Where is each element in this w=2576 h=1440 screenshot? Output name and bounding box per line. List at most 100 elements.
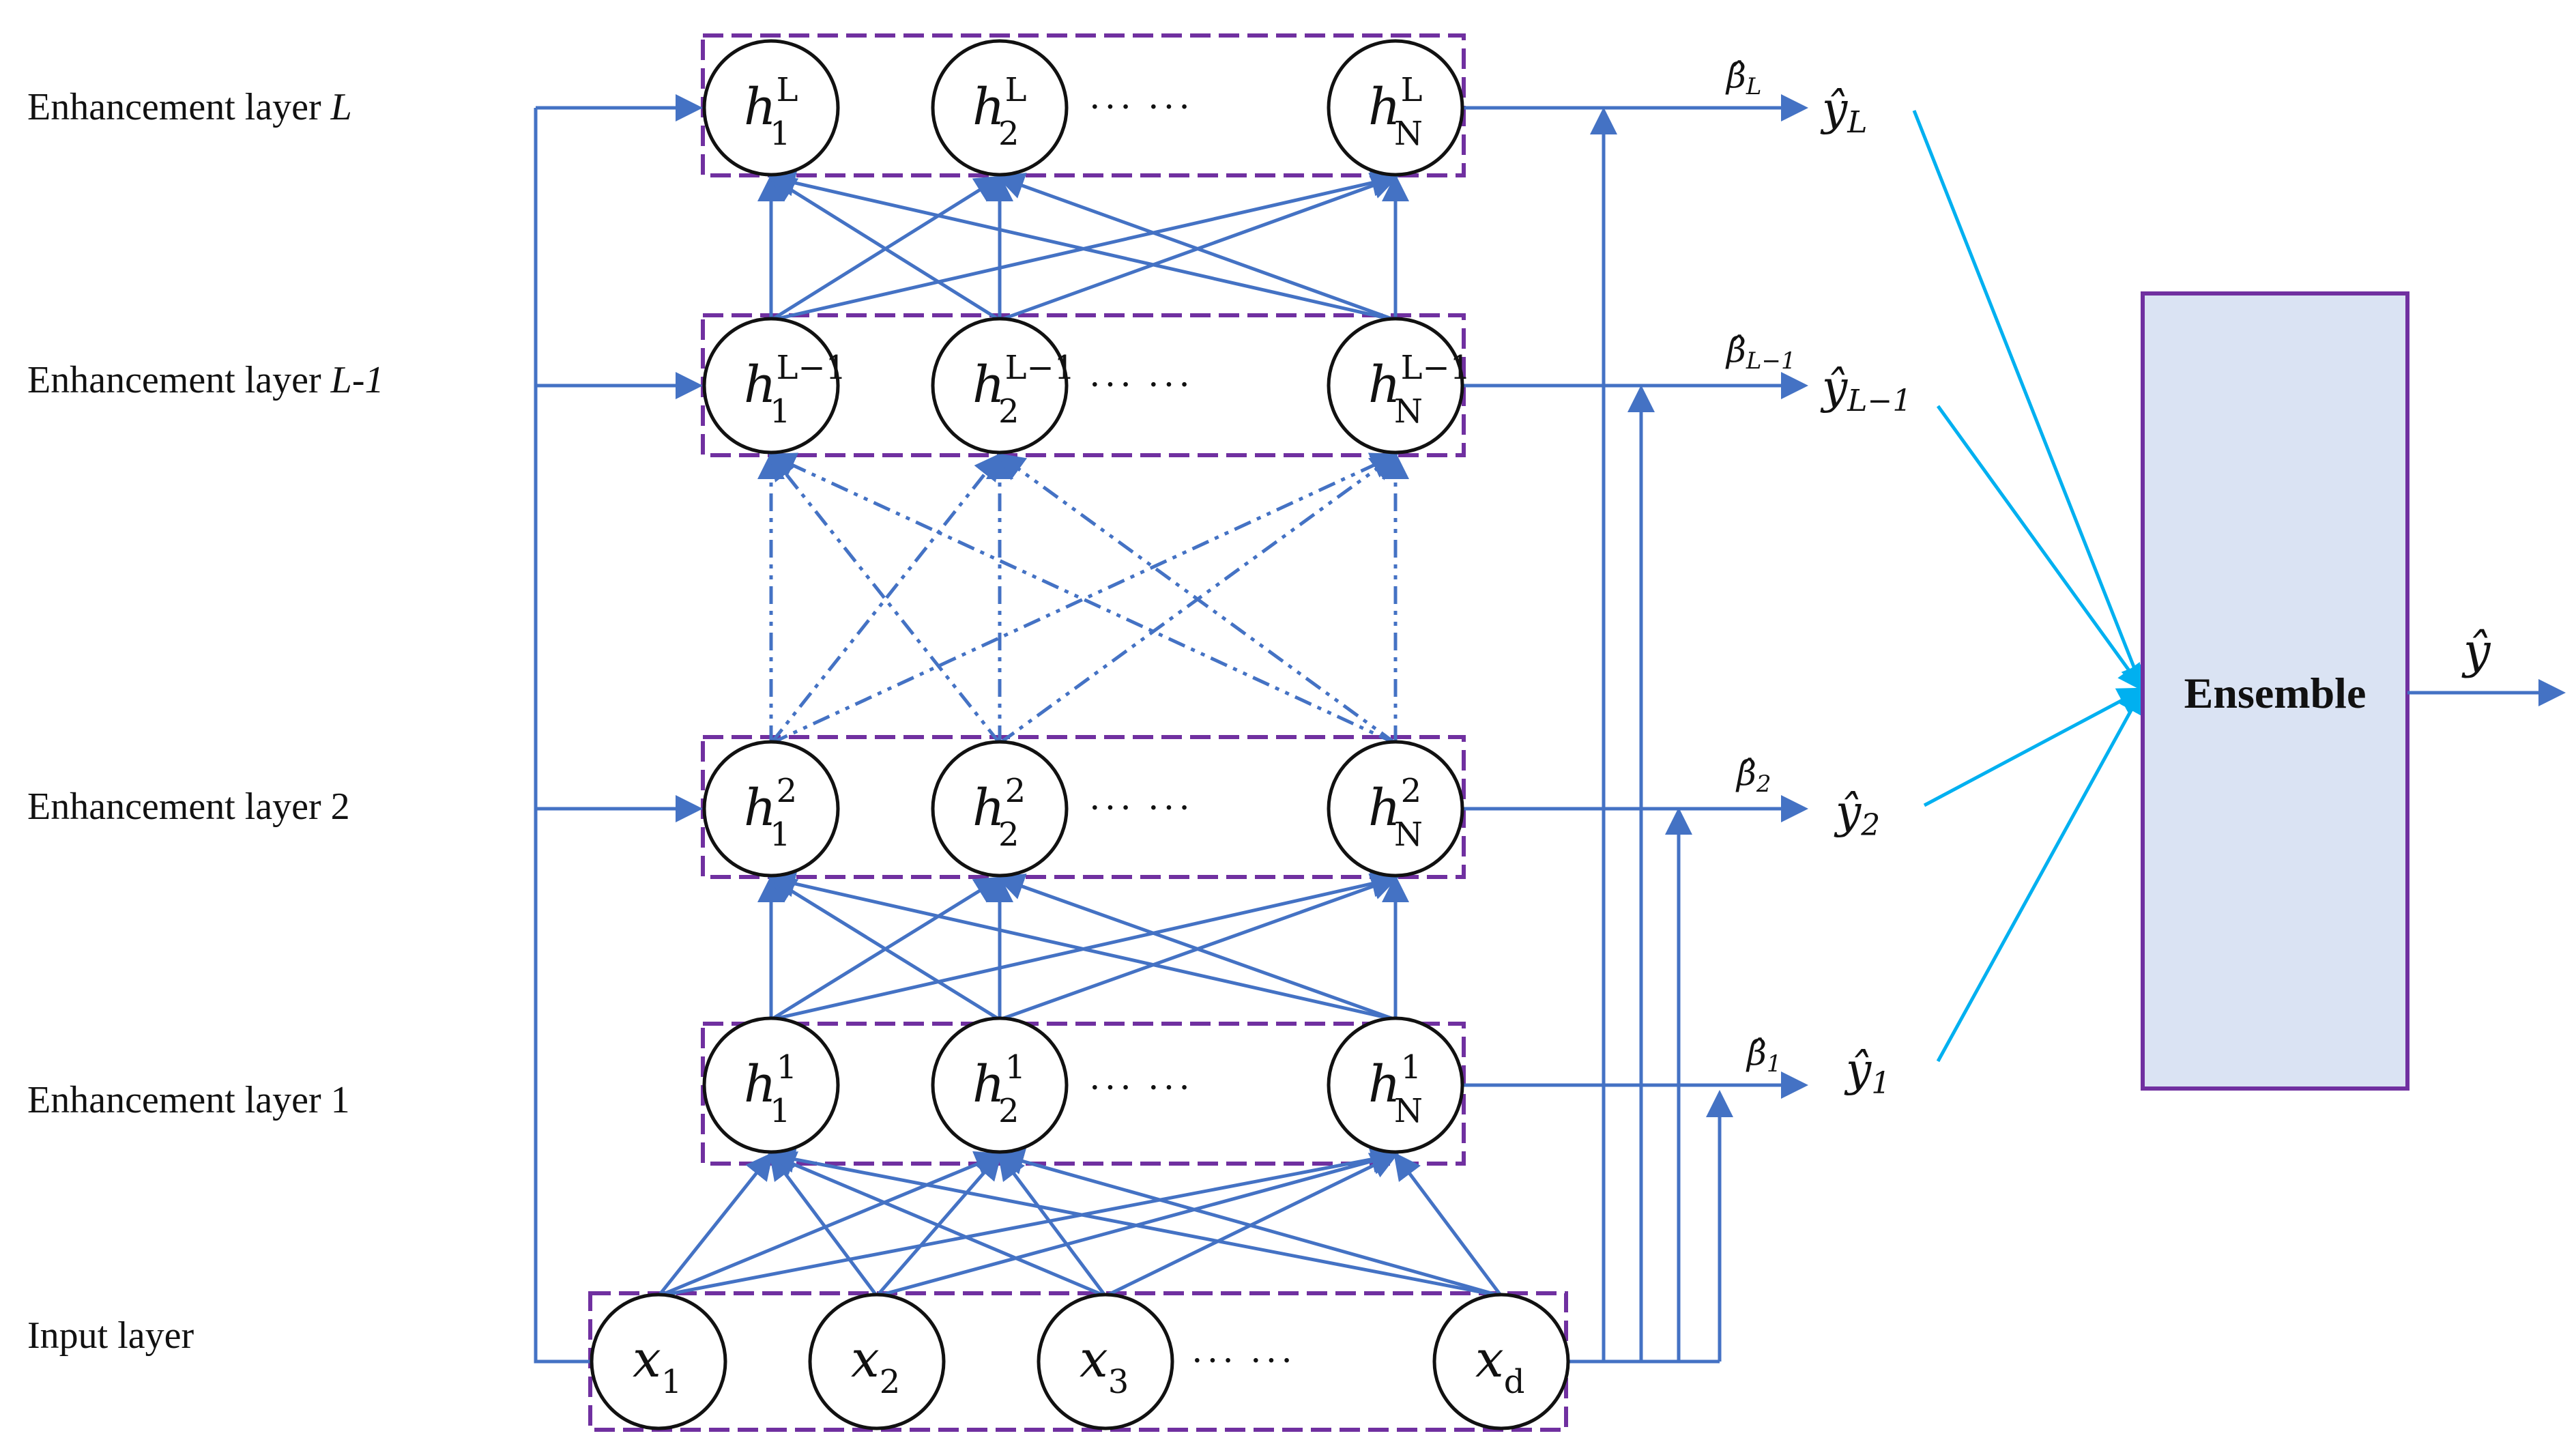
- input-node-d: xd: [1432, 1293, 1570, 1430]
- top-minus-one-to-top-edge: [996, 173, 1396, 322]
- beta-label-top: β̂L: [1725, 56, 1761, 100]
- ensemble-arrow-one: [1936, 686, 2145, 1063]
- node-circle: [931, 740, 1069, 878]
- input-to-layer-one-edge: [1393, 1151, 1503, 1297]
- input-node-2: x2: [808, 1293, 946, 1430]
- node-circle: [702, 1016, 840, 1154]
- y-hat-labels: ŷL ŷL−1 ŷ2 ŷ1: [1820, 83, 1911, 1101]
- beta-label-two: β̂2: [1735, 753, 1771, 798]
- layer-two-to-top-minus-one-edge: [770, 452, 1399, 745]
- input-to-output-lines: [1464, 94, 1808, 1364]
- layer-box-one: [701, 1022, 1466, 1166]
- top-minus-one-to-top-edge: [768, 175, 1001, 322]
- layer-label-input: Input layer: [27, 1314, 194, 1357]
- input-node-1: x1: [590, 1293, 727, 1430]
- node-circle: [1432, 1293, 1570, 1430]
- layer-label-one: Enhancement layer 1: [27, 1079, 350, 1121]
- layer-one-to-two-edge: [768, 876, 1001, 1022]
- final-output-label: ŷ: [2461, 623, 2491, 679]
- ensemble-label: Ensemble: [2184, 669, 2367, 717]
- layer-label-two: Enhancement layer 2: [27, 786, 350, 828]
- layer-two-to-top-minus-one-edge: [996, 453, 1397, 745]
- node-circle: [931, 39, 1069, 177]
- input-to-layer-one-edge: [996, 1148, 1502, 1298]
- ensemble-input-arrows: [1912, 110, 2147, 1063]
- node-label: x2: [851, 1330, 900, 1401]
- layer-label-top: Enhancement layer L: [27, 86, 352, 128]
- layer-two-to-top-minus-one-edge: [770, 452, 1002, 745]
- ensemble-arrow-top: [1912, 110, 2147, 693]
- ellipsis-top: ··· ···: [1088, 86, 1193, 128]
- node-circle: [702, 317, 840, 455]
- node-circle: [1327, 39, 1464, 177]
- layer-two-to-top-minus-one-edge: [768, 452, 1397, 745]
- input-feed-trunk: [534, 108, 590, 1364]
- y-hat-one: ŷ1: [1844, 1043, 1890, 1101]
- node-circle: [1037, 1293, 1174, 1430]
- layer-one-to-two-edge: [996, 873, 1396, 1022]
- input-to-layer-one-edge: [768, 1151, 1106, 1298]
- node-circle: [808, 1293, 946, 1430]
- input-to-layer-one-edge: [998, 1151, 1108, 1297]
- layer-label-top-minus-one: Enhancement layer L-1: [27, 359, 383, 401]
- node-circle: [702, 740, 840, 878]
- top-minus-one-to-top-edge: [768, 169, 1396, 322]
- node-circle: [590, 1293, 727, 1430]
- node-circle: [931, 1016, 1069, 1154]
- beta-label-top-minus-one: β̂L−1: [1725, 330, 1796, 375]
- beta-label-one: β̂1: [1746, 1033, 1782, 1078]
- ellipsis-one: ··· ···: [1088, 1067, 1193, 1109]
- ellipsis-top-minus-one: ··· ···: [1088, 364, 1193, 406]
- input-to-layer-one-edge: [769, 1151, 879, 1297]
- input-to-layer-one-edge: [658, 1151, 1003, 1298]
- input-to-layer-one-edge: [768, 1146, 1502, 1298]
- node-label: x3: [1080, 1330, 1129, 1401]
- ellipsis-two: ··· ···: [1088, 787, 1193, 829]
- ensemble-box: [2141, 291, 2409, 1091]
- node-label: xd: [1475, 1330, 1524, 1401]
- node-circle: [1327, 1016, 1464, 1154]
- input-to-layer-one-edge: [658, 1145, 1399, 1298]
- node-circle: [1327, 740, 1464, 878]
- layer-boxes: [588, 33, 1568, 1432]
- node-circle: [1327, 317, 1464, 455]
- input-feed-lines: [534, 94, 703, 1364]
- ellipsis-input: ··· ···: [1191, 1340, 1296, 1382]
- layer-one-to-two-edge: [768, 870, 1396, 1022]
- node-circle: [702, 39, 840, 177]
- y-hat-top: ŷL: [1820, 83, 1868, 140]
- input-to-layer-one-edge: [657, 1152, 774, 1297]
- ensemble-arrow-top-minus-one: [1936, 405, 2145, 693]
- y-hat-two: ŷ2: [1834, 786, 1880, 843]
- node-circle: [931, 317, 1069, 455]
- connection-edges: [657, 169, 1503, 1298]
- node-label: x1: [633, 1330, 682, 1401]
- beta-labels: β̂L β̂L−1 β̂2 β̂1: [1725, 56, 1796, 1078]
- y-hat-top-minus-one: ŷL−1: [1820, 361, 1911, 418]
- ensemble-arrow-two: [1923, 687, 2146, 807]
